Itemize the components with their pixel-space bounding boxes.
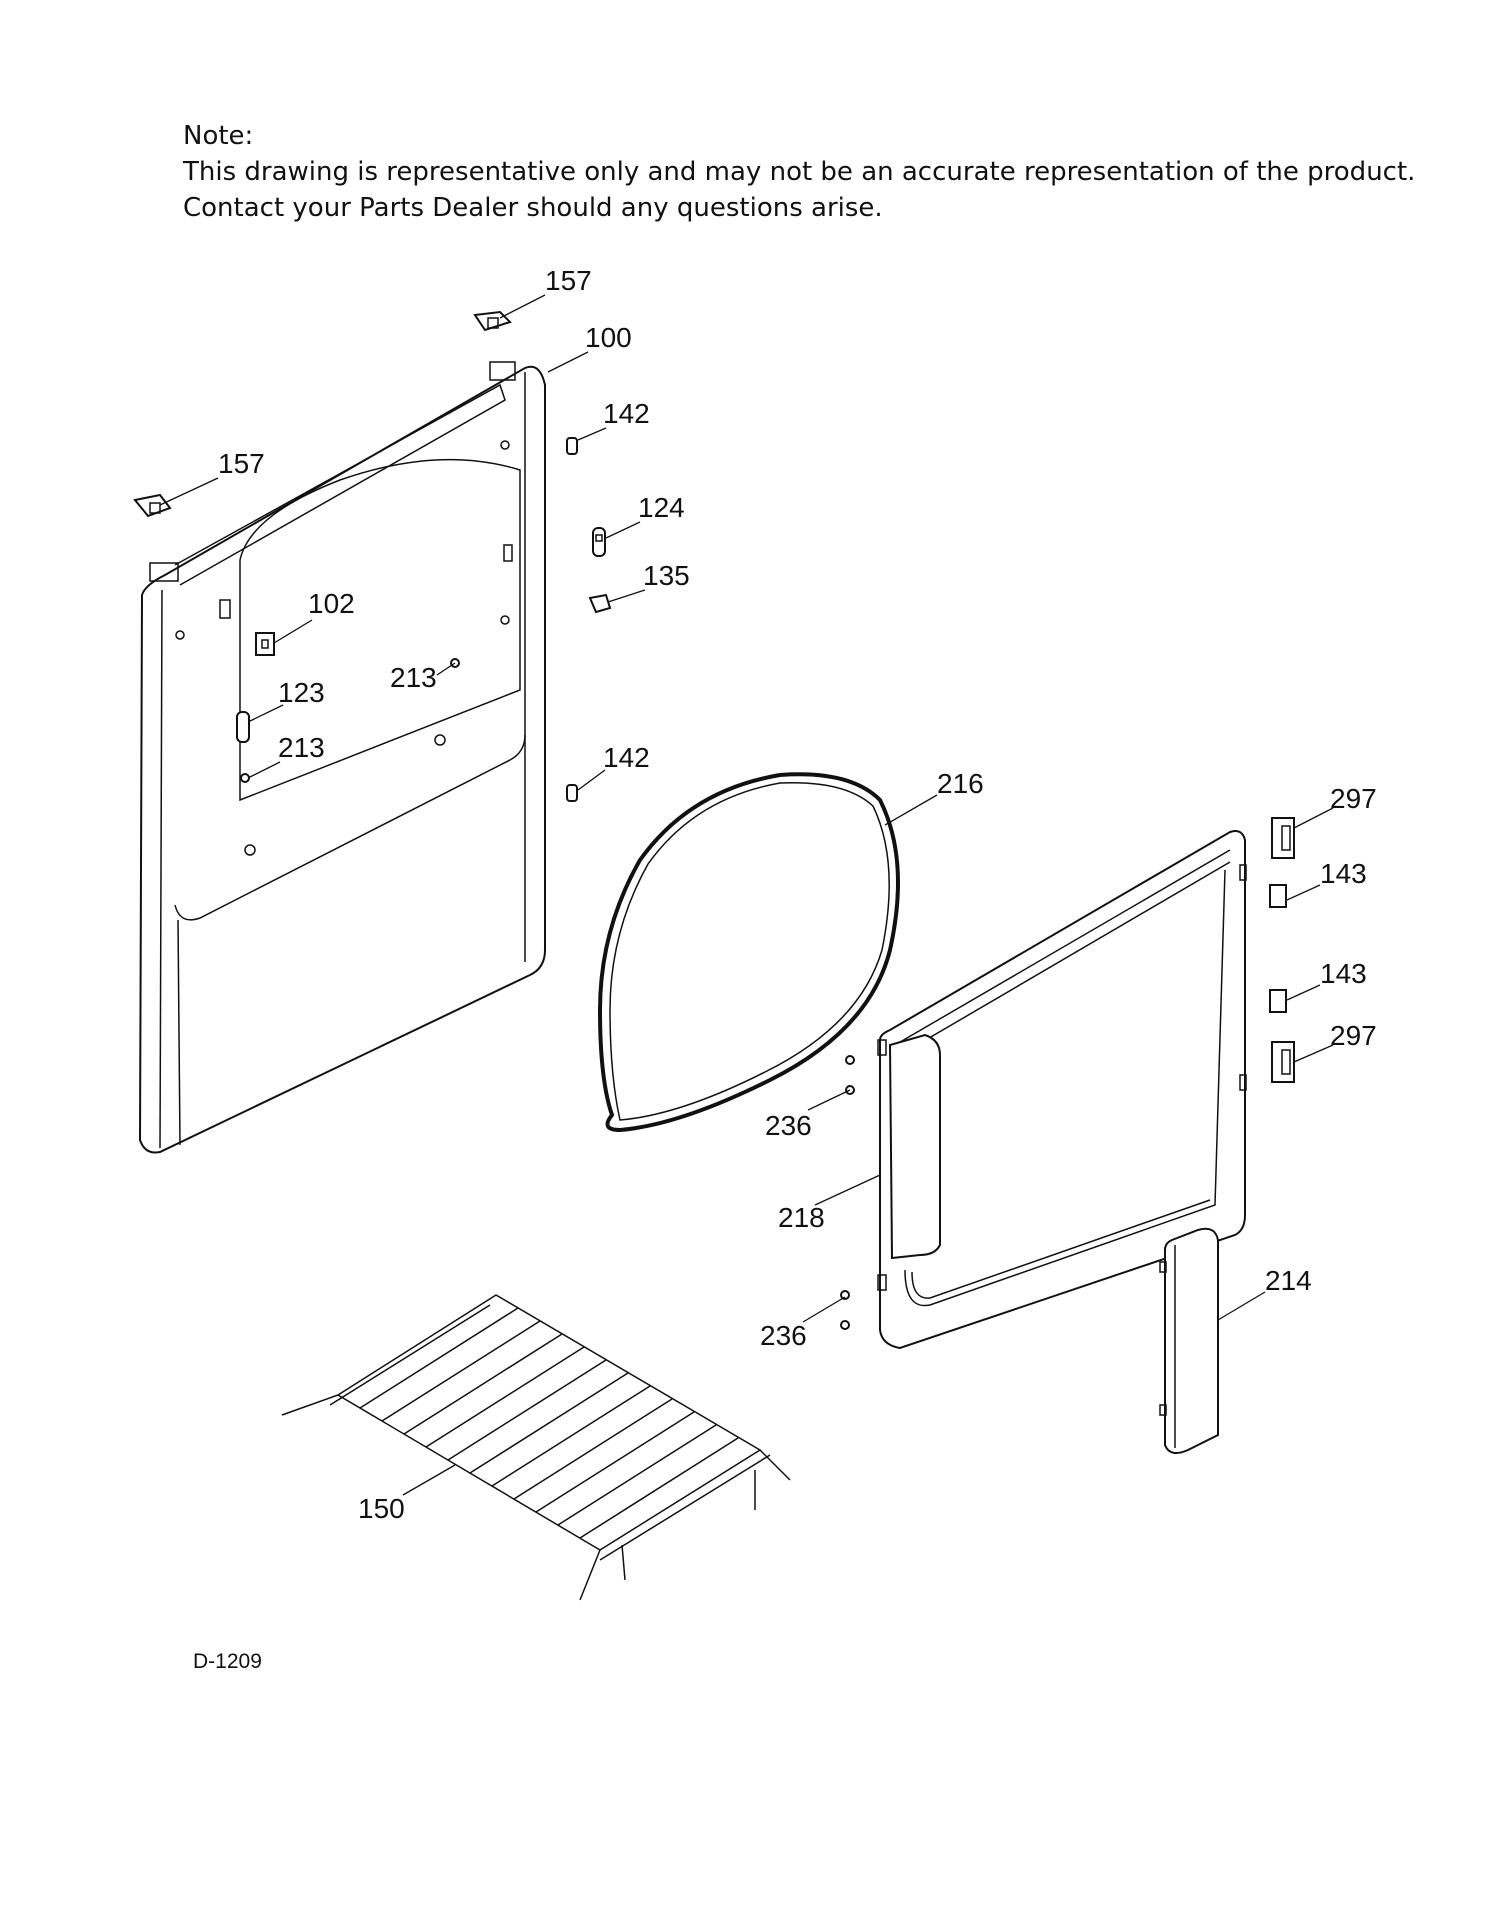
oven-rack-150 [281, 1294, 791, 1601]
callout-214: 214 [1265, 1265, 1312, 1296]
callout-labels: 157 100 142 157 124 135 102 213 123 213 … [218, 265, 1377, 1524]
callout-218: 218 [778, 1202, 825, 1233]
callout-143-upper: 143 [1320, 858, 1367, 889]
disclaimer-note: Note: This drawing is representative onl… [183, 118, 1415, 226]
callout-236-lower: 236 [760, 1320, 807, 1351]
switch-102 [255, 632, 275, 656]
screw-213-lower [240, 773, 250, 783]
gasket-216 [597, 772, 900, 1133]
bumper-142-upper [566, 437, 578, 455]
bumper-142-lower [566, 784, 578, 802]
leader-lines [159, 294, 1334, 1496]
callout-236-upper: 236 [765, 1110, 812, 1141]
callout-124: 124 [638, 492, 685, 523]
handle-214 [1159, 1227, 1219, 1455]
callout-157-upper: 157 [545, 265, 592, 296]
clip-157-upper [473, 310, 512, 332]
lock-124 [592, 527, 606, 557]
clip-157-left [133, 493, 172, 518]
callout-135: 135 [643, 560, 690, 591]
rack-wires [359, 1307, 739, 1539]
callout-150: 150 [358, 1493, 405, 1524]
screw-236-c [840, 1290, 850, 1300]
callout-123: 123 [278, 677, 325, 708]
lamp-socket-123 [236, 711, 250, 743]
callout-213-lower: 213 [278, 732, 325, 763]
callout-297-upper: 297 [1330, 783, 1377, 814]
callout-216: 216 [937, 768, 984, 799]
clip-135 [588, 593, 612, 614]
door-218 [877, 830, 1247, 1350]
callout-213-upper: 213 [390, 662, 437, 693]
callout-142-lower: 142 [603, 742, 650, 773]
callout-100: 100 [585, 322, 632, 353]
callout-157-left: 157 [218, 448, 265, 479]
screw-236-a [845, 1055, 855, 1065]
note-heading: Note: [183, 121, 254, 151]
hinge-297-upper [1271, 817, 1295, 859]
callout-142-upper: 142 [603, 398, 650, 429]
note-line-1: This drawing is representative only and … [183, 157, 1416, 187]
strike-143-upper [1269, 884, 1287, 908]
callout-143-lower: 143 [1320, 958, 1367, 989]
strike-143-lower [1269, 989, 1287, 1013]
note-line-2: Contact your Parts Dealer should any que… [183, 193, 883, 223]
callout-102: 102 [308, 588, 355, 619]
callout-297-lower: 297 [1330, 1020, 1377, 1051]
front-panel-100 [138, 361, 546, 1154]
hinge-297-lower [1271, 1041, 1295, 1083]
screw-236-d [840, 1320, 850, 1330]
diagram-code: D-1209 [193, 1650, 262, 1673]
